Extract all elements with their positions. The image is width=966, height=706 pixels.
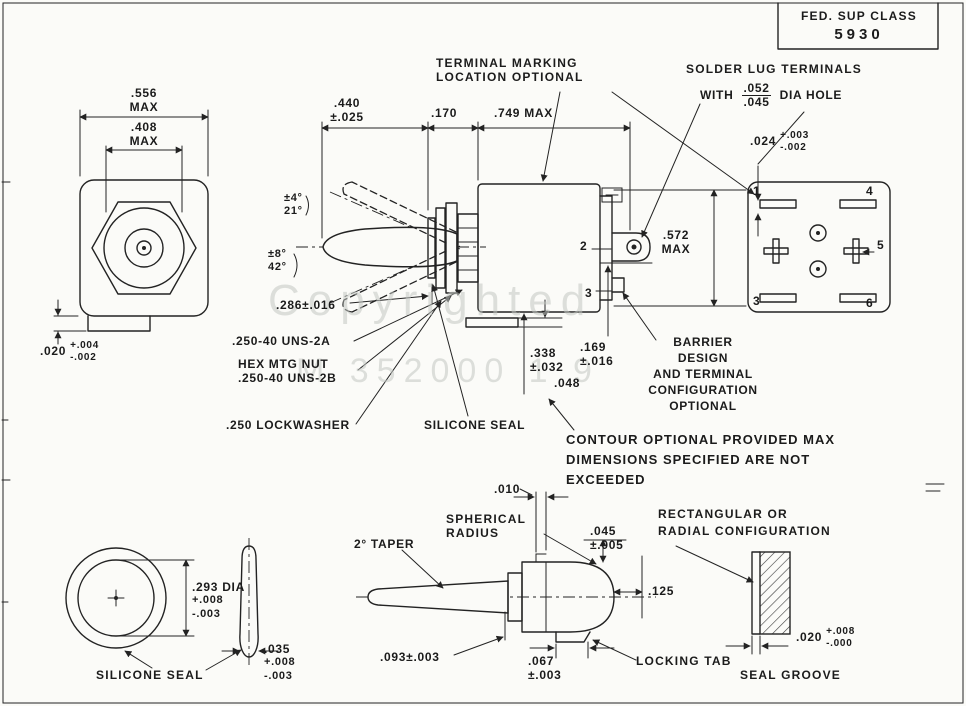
dim-093-label: .093±.003 [380,650,440,664]
fed-sup-class-label: FED. SUP CLASS [801,9,917,23]
terminal-plate-view [747,181,891,313]
dim-020-left-label: .020 +.004 -.002 [40,340,99,363]
solder-lug-callout-line1: SOLDER LUG TERMINALS [686,62,862,76]
spherical-radius-callout: SPHERICAL RADIUS [446,512,527,541]
dim-408-label: .408 MAX [129,120,159,149]
dim-440-label: .440 ±.025 [330,96,364,125]
dim-286-label: .286±.016 [276,298,336,312]
dim-556-label: .556 MAX [129,86,159,115]
terminal-5-label: 5 [877,238,885,252]
terminal-2-label: 2 [580,239,588,253]
terminal-3-plate-label: 3 [753,294,761,308]
dim-020-right-label: .020 +.008 -.000 [796,626,855,649]
dim-010-label: .010 [494,482,521,496]
dim-067-label: .067 ±.003 [528,654,562,683]
thread-2a-label: .250-40 UNS-2A [232,334,331,348]
dim-749-label: .749 MAX [494,106,553,120]
terminal-1-label: 1 [753,184,761,198]
hole-dia-fraction: .052 .045 [742,81,771,110]
silicone-seal-views [65,538,279,671]
dim-045-label: .045 ±.005 [590,524,624,553]
barrier-callout: BARRIER DESIGN AND TERMINAL CONFIGURATIO… [648,335,758,413]
dim-169-label: .169 ±.016 [580,340,614,369]
dim-125-label: .125 [648,584,675,598]
dim-293-label: .293 DIA +.008 -.003 [192,580,245,620]
seal-groove-detail [675,545,791,655]
fed-sup-class-value: 5930 [834,26,884,43]
silicone-seal-bottom-label: SILICONE SEAL [96,668,204,682]
dim-035-label: .035 +.008 -.003 [264,642,296,682]
silicone-seal-mid-label: SILICONE SEAL [424,418,526,432]
side-view [293,91,805,431]
terminal-marking-callout: TERMINAL MARKING LOCATION OPTIONAL [436,56,584,85]
solder-lug-callout-line2: WITH .052 .045 DIA HOLE [700,81,843,110]
hex-nut-label: HEX MTG NUT .250-40 UNS-2B [238,357,337,386]
rect-config-callout: RECTANGULAR OR RADIAL CONFIGURATION [658,507,831,538]
seal-groove-callout: SEAL GROOVE [740,668,841,682]
contour-callout: CONTOUR OPTIONAL PROVIDED MAX DIMENSIONS… [566,432,836,487]
lockwasher-label: .250 LOCKWASHER [226,418,350,432]
locking-tab-callout: LOCKING TAB [636,654,732,668]
lever-detail-view [356,488,656,661]
terminal-6-label: 6 [866,296,874,310]
dim-048-label: .048 [554,376,581,390]
taper-callout: 2° TAPER [354,537,415,551]
watermark-line-2: M 352000 1 9 [296,352,600,390]
terminal-4-label: 4 [866,184,874,198]
dim-338-label: .338 ±.032 [530,346,564,375]
front-view [53,109,209,345]
terminal-3-side-label: 3 [585,286,593,300]
watermark-line-1: Copyrighted [268,276,594,325]
angle-42-label: ±8° 42° [268,248,287,274]
angle-21-label: ±4° 21° [284,192,303,218]
dim-024-label: .024 +.003 -.002 [750,130,809,153]
dim-170-label: .170 [431,106,458,120]
dim-572-label: .572 MAX [661,228,691,257]
